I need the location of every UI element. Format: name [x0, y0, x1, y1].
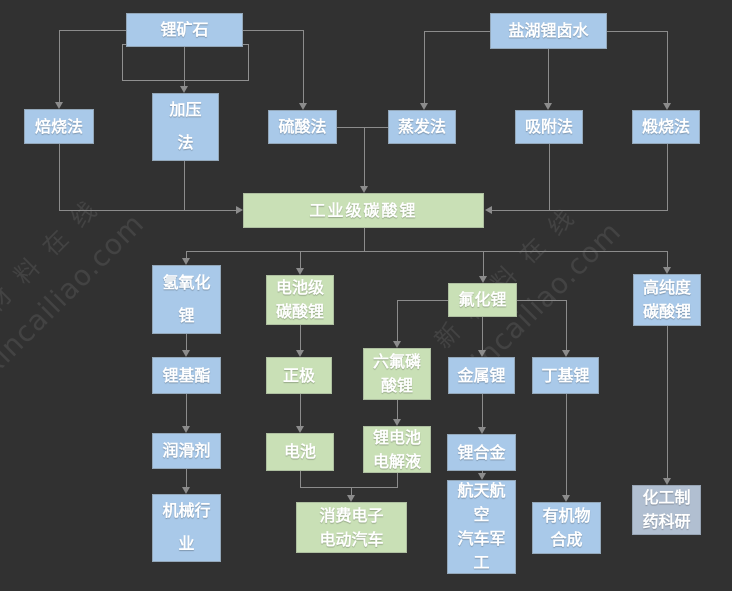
connector: [364, 127, 365, 186]
connector: [364, 228, 365, 252]
node-sulfuric-acid-method: 硫酸法: [268, 110, 337, 144]
arrowhead: [479, 276, 487, 283]
connector: [184, 161, 185, 211]
node-roasting-method: 焙烧法: [24, 109, 94, 144]
connector: [300, 487, 398, 488]
arrowhead: [236, 206, 243, 214]
connector: [397, 300, 398, 342]
node-lithium-battery-electrolyte: 锂电池 电解液: [363, 426, 431, 473]
arrowhead: [182, 350, 190, 357]
connector: [482, 471, 483, 474]
arrowhead: [663, 267, 671, 274]
node-adsorption-method: 吸附法: [515, 110, 583, 144]
connector: [483, 251, 484, 277]
node-lithium-fluoride: 氟化锂: [448, 283, 517, 317]
connector: [397, 300, 448, 301]
node-salt-lake-lithium-brine: 盐湖锂卤水: [490, 13, 607, 49]
connector: [186, 251, 668, 252]
connector: [186, 334, 187, 351]
connector: [59, 30, 126, 31]
arrowhead: [299, 103, 307, 110]
arrowhead: [347, 495, 355, 502]
node-lithium-alloy: 锂合金: [447, 434, 516, 471]
connector: [667, 144, 668, 211]
empty-bracket-rect: [122, 44, 249, 81]
connector: [482, 317, 483, 351]
arrowhead: [663, 478, 671, 485]
node-industrial-lithium-carbonate: 工业级碳酸锂: [243, 193, 484, 228]
watermark-cn-text: 新材料在线: [0, 185, 114, 347]
connector: [549, 144, 550, 211]
node-high-purity-lithium-carbonate: 高纯度碳酸锂: [633, 274, 701, 326]
connector: [492, 210, 668, 211]
arrowhead: [182, 487, 190, 494]
arrowhead: [393, 341, 401, 348]
node-lithium-metal: 金属锂: [448, 357, 515, 394]
arrowhead: [296, 426, 304, 433]
connector: [397, 400, 398, 420]
arrowhead: [562, 495, 570, 502]
connector: [482, 394, 483, 428]
node-machinery-industry: 机械行业: [152, 494, 221, 562]
node-calcination-method: 煅烧法: [632, 110, 700, 144]
connector: [303, 30, 304, 103]
connector: [337, 127, 389, 128]
connector: [59, 30, 60, 102]
arrowhead: [296, 350, 304, 357]
node-battery-grade-lithium-carbonate: 电池级碳酸锂: [266, 275, 334, 325]
connector: [566, 394, 567, 496]
arrowhead: [562, 350, 570, 357]
connector: [186, 251, 187, 259]
connector: [607, 31, 667, 32]
connector: [186, 469, 187, 488]
node-cathode: 正极: [266, 357, 332, 394]
connector: [300, 251, 301, 269]
node-battery: 电池: [266, 433, 334, 471]
connector: [667, 251, 668, 268]
connector: [667, 31, 668, 103]
connector: [548, 49, 549, 103]
connector: [566, 300, 567, 351]
node-butyllithium: 丁基锂: [532, 357, 599, 394]
arrowhead: [393, 419, 401, 426]
connector: [517, 300, 567, 301]
connector: [351, 487, 352, 496]
arrowhead: [296, 268, 304, 275]
node-lithium-ore: 锂矿石: [126, 13, 243, 47]
arrowhead: [663, 103, 671, 110]
connector: [59, 144, 60, 211]
connector: [59, 210, 237, 211]
arrowhead: [360, 186, 368, 193]
arrowhead: [485, 206, 492, 214]
connector: [184, 47, 185, 86]
connector: [397, 473, 398, 488]
node-aerospace-auto-military: 航天航空 汽车军工: [447, 480, 516, 574]
arrowhead: [420, 103, 428, 110]
arrowhead: [55, 102, 63, 109]
arrowhead: [478, 350, 486, 357]
connector: [667, 326, 668, 479]
connector: [186, 394, 187, 427]
arrowhead: [478, 473, 486, 480]
connector: [300, 394, 301, 427]
connector: [424, 31, 425, 103]
connector: [300, 325, 301, 351]
node-lithium-based-ester: 锂基酯: [152, 357, 221, 394]
connector: [300, 471, 301, 488]
node-lithium-hexafluorophosphate: 六氟磷酸锂: [363, 348, 431, 400]
arrowhead: [180, 86, 188, 93]
arrowhead: [182, 258, 190, 265]
arrowhead: [182, 426, 190, 433]
node-lubricant: 润滑剂: [152, 433, 221, 469]
arrowhead: [544, 103, 552, 110]
node-organic-synthesis: 有机物 合成: [532, 502, 601, 554]
node-lithium-hydroxide: 氢氧化锂: [152, 265, 221, 334]
node-consumer-electronics-ev: 消费电子 电动汽车: [296, 502, 407, 553]
node-chemical-pharma-research: 化工制 药科研: [632, 485, 701, 535]
connector: [243, 30, 303, 31]
node-pressurized-method: 加压 法: [152, 93, 219, 161]
arrowhead: [478, 427, 486, 434]
node-evaporation-method: 蒸发法: [388, 110, 456, 144]
connector: [424, 31, 490, 32]
